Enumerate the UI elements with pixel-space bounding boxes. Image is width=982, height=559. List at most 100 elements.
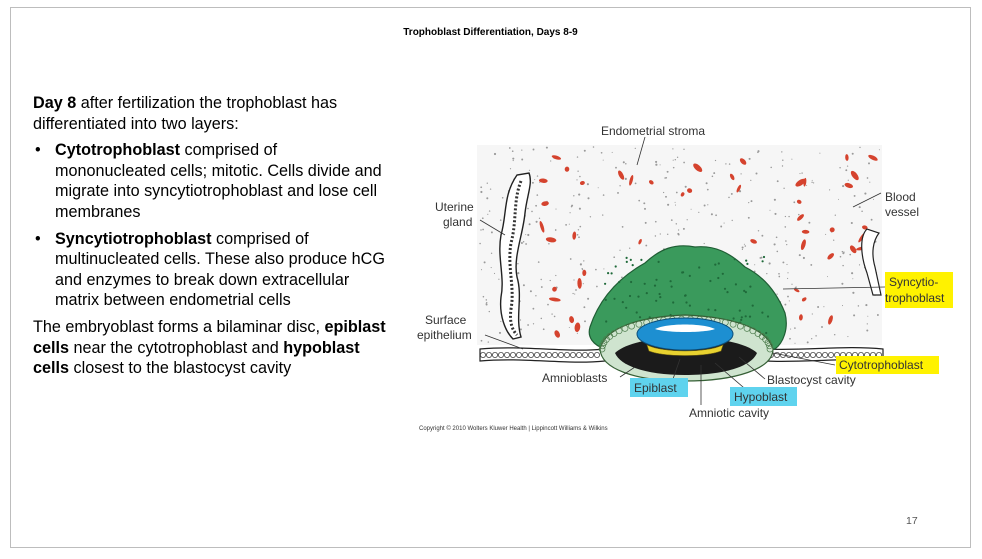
stroma-dot	[776, 180, 779, 183]
blood-cell	[801, 297, 807, 302]
stroma-dot	[710, 213, 713, 216]
stroma-dot	[686, 219, 688, 221]
stroma-dot	[789, 337, 791, 340]
syncytio-nucleus	[672, 301, 675, 304]
stroma-dot	[576, 234, 579, 236]
stroma-dot	[748, 202, 750, 204]
blood-cell	[827, 253, 834, 260]
stroma-dot	[778, 272, 780, 275]
stroma-dot	[577, 170, 579, 172]
stroma-dot	[521, 149, 523, 151]
stroma-dot	[842, 264, 844, 267]
epithelial-cell	[815, 351, 822, 358]
syncytio-nucleus	[744, 291, 747, 294]
epithelial-cell	[827, 351, 834, 358]
epithelial-cell	[557, 351, 564, 358]
stroma-dot	[517, 272, 520, 275]
stroma-dot	[603, 268, 605, 270]
epithelial-cell	[539, 351, 546, 358]
stroma-dot	[575, 289, 577, 291]
stroma-dot	[858, 264, 861, 266]
stroma-dot	[480, 190, 483, 194]
stroma-dot	[755, 172, 758, 175]
epithelial-cell	[533, 351, 540, 358]
stroma-dot	[788, 300, 790, 302]
stroma-dot	[683, 148, 685, 150]
stroma-dot	[638, 199, 641, 202]
stroma-dot	[538, 217, 541, 219]
stroma-dot	[715, 214, 717, 217]
syncytio-nucleus	[607, 272, 610, 275]
syncytio-nucleus	[604, 282, 607, 285]
epithelial-cell	[516, 351, 523, 358]
stroma-dot	[825, 233, 827, 235]
stroma-dot	[778, 275, 781, 278]
blood-cell	[800, 239, 806, 251]
blood-cell	[736, 184, 742, 193]
stroma-dot	[677, 229, 680, 231]
stroma-dot	[839, 167, 841, 169]
label-syncytiotrophoblast-2: trophoblast	[885, 291, 945, 305]
stroma-dot	[535, 295, 537, 297]
stroma-dot	[486, 182, 488, 184]
stroma-dot	[776, 293, 778, 295]
epithelial-cell	[809, 351, 816, 358]
stroma-dot	[568, 223, 570, 225]
syncytio-nucleus	[734, 283, 737, 286]
blood-cell	[572, 231, 577, 240]
stroma-dot	[540, 317, 543, 320]
stroma-dot	[773, 243, 776, 246]
stroma-dot	[866, 323, 868, 325]
stroma-dot	[798, 254, 801, 257]
syncytio-nucleus	[657, 260, 660, 263]
epithelial-cell	[581, 351, 588, 358]
closing-paragraph: The embryoblast forms a bilaminar disc, …	[33, 317, 388, 379]
stroma-dot	[583, 260, 585, 262]
stroma-dot	[512, 157, 515, 160]
blood-cell	[793, 288, 800, 293]
stroma-dot	[579, 225, 582, 228]
blood-cell	[629, 174, 634, 186]
stroma-dot	[490, 231, 493, 234]
stroma-dot	[555, 208, 557, 210]
stroma-dot	[761, 234, 764, 237]
syncytio-nucleus	[714, 263, 717, 266]
stroma-dot	[547, 303, 549, 306]
syncytio-nucleus	[638, 316, 642, 319]
stroma-dot	[521, 158, 524, 161]
stroma-dot	[713, 172, 716, 175]
stroma-dot	[810, 263, 813, 266]
stroma-dot	[823, 306, 825, 308]
stroma-dot	[498, 331, 502, 334]
stroma-dot	[841, 250, 844, 253]
syncytio-nucleus	[751, 304, 754, 307]
blood-cell	[648, 180, 654, 185]
stroma-dot	[725, 163, 727, 165]
stroma-dot	[842, 252, 845, 255]
syncytio-nucleus	[714, 309, 717, 312]
epithelial-cell	[785, 351, 792, 358]
stroma-dot	[568, 327, 570, 328]
stroma-dot	[617, 191, 619, 194]
stroma-dot	[569, 258, 572, 260]
stroma-dot	[512, 159, 514, 162]
stroma-dot	[675, 223, 678, 225]
blood-cell	[849, 245, 857, 254]
bullet-marker: •	[35, 141, 41, 160]
stroma-dot	[853, 314, 856, 317]
stroma-dot	[747, 216, 750, 219]
stroma-dot	[788, 215, 790, 218]
stroma-dot	[573, 195, 575, 197]
cytotrophoblast-cell	[615, 327, 623, 335]
stroma-dot	[866, 177, 869, 179]
stroma-dot	[531, 181, 534, 184]
syncytio-nucleus	[723, 287, 727, 290]
stroma-dot	[574, 293, 576, 295]
stroma-dot	[665, 195, 667, 198]
syncytio-nucleus	[685, 301, 688, 304]
blood-cell	[862, 225, 868, 230]
stroma-dot	[644, 207, 646, 210]
blood-cell	[551, 155, 562, 160]
stroma-dot	[841, 282, 844, 285]
blood-cell	[693, 163, 703, 172]
